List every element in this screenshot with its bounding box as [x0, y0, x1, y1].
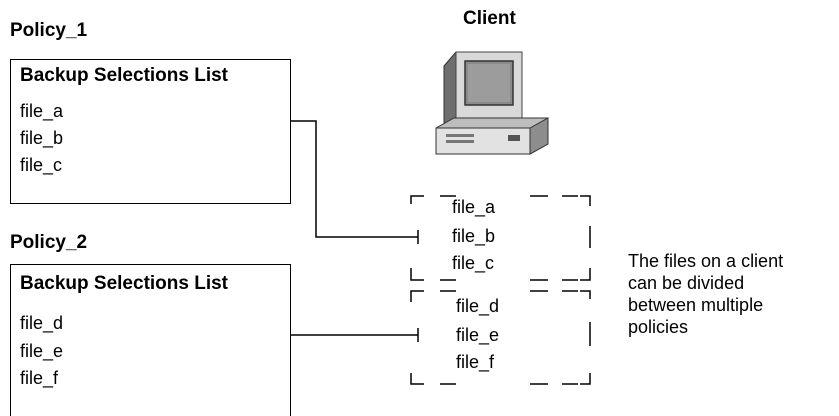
note-line: can be divided	[628, 273, 745, 293]
note-line: The files on a client	[628, 251, 784, 271]
client-file: file_e	[456, 325, 500, 345]
client-group-1-border	[410, 195, 591, 281]
client-file: file_d	[456, 296, 500, 316]
policy-1-title: Policy_1	[10, 20, 88, 41]
policy-2-selections-box: Backup Selections List file_d file_e fil…	[10, 264, 291, 416]
policy-1-file: file_b	[20, 128, 64, 148]
explanatory-note: The files on a client can be divided bet…	[628, 250, 783, 338]
client-file: file_b	[452, 226, 496, 246]
computer-icon	[434, 48, 550, 158]
client-file: file_c	[452, 253, 495, 273]
policy-2-file: file_d	[20, 313, 64, 333]
policy-1-list-title: Backup Selections List	[20, 65, 229, 86]
connector-policy-1	[290, 120, 418, 238]
policy-2-file: file_f	[20, 368, 59, 388]
policy-2-title: Policy_2	[10, 232, 88, 253]
note-line: between multiple	[628, 295, 764, 315]
client-group-2-border	[410, 290, 591, 385]
client-file: file_a	[452, 197, 496, 217]
policy-2-list-title: Backup Selections List	[20, 273, 229, 294]
policy-1-selections-box: Backup Selections List file_a file_b fil…	[10, 59, 291, 204]
client-file: file_f	[456, 352, 495, 372]
policy-1-file: file_c	[20, 155, 63, 175]
policy-2-file: file_e	[20, 341, 64, 361]
note-line: policies	[628, 317, 689, 337]
policy-1-file: file_a	[20, 101, 64, 121]
client-title: Client	[463, 8, 516, 29]
